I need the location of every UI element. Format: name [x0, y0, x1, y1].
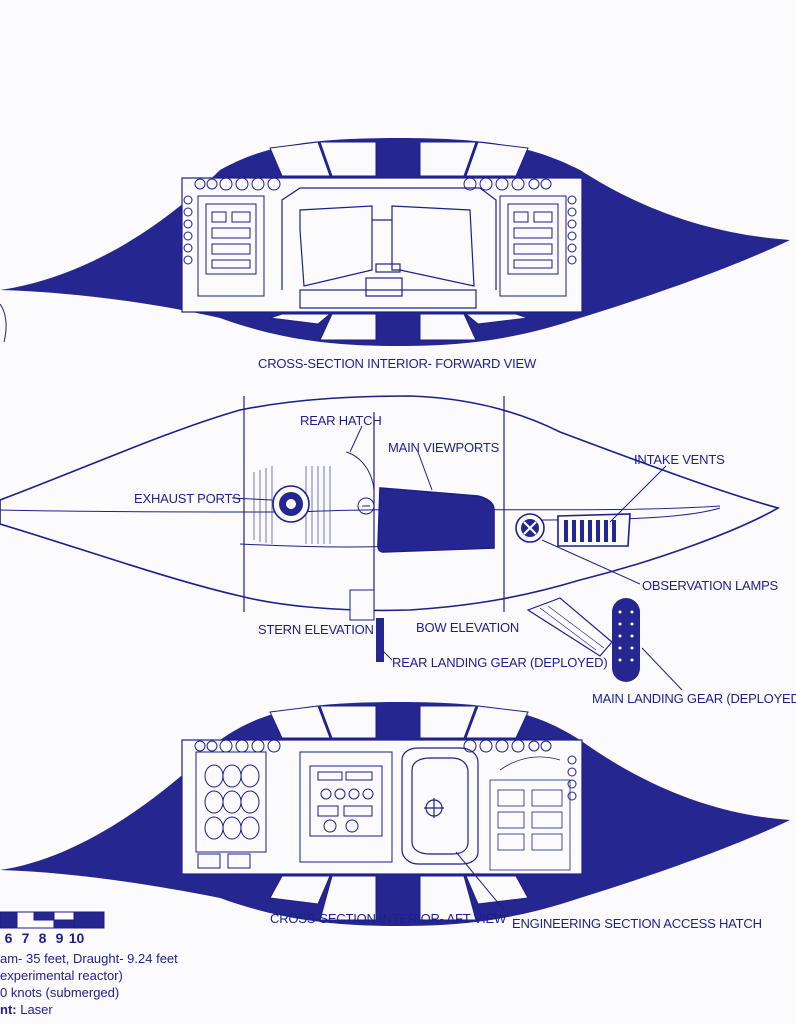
- intake-vents-grille: [557, 513, 631, 547]
- label-stern-elevation: STERN ELEVATION: [258, 622, 374, 637]
- forward-consoles: [197, 195, 567, 297]
- forward-view-cross-section: [0, 138, 790, 346]
- label-bow-elevation: BOW ELEVATION: [416, 620, 520, 635]
- scale-number: 8: [38, 930, 47, 946]
- main-landing-gear-strut: [526, 597, 613, 657]
- label-main-viewports: MAIN VIEWPORTS: [388, 440, 500, 455]
- label-main-landing-gear: MAIN LANDING GEAR (DEPLOYED): [592, 691, 796, 706]
- label-intake-vents: INTAKE VENTS: [634, 452, 725, 467]
- exhaust-port-marker: [272, 485, 310, 523]
- spec-armament-value: Laser: [16, 1002, 53, 1017]
- aft-storage-bay: [489, 756, 571, 871]
- aft-view-cross-section: [0, 702, 790, 926]
- scale-number: 7: [21, 930, 30, 946]
- label-exhaust-ports: EXHAUST PORTS: [134, 491, 241, 506]
- main-viewport-window: [377, 487, 495, 553]
- label-engineering-hatch: ENGINEERING SECTION ACCESS HATCH: [512, 916, 762, 931]
- scale-number: 10: [68, 930, 85, 946]
- forward-portholes: [183, 177, 577, 265]
- specifications-block: am- 35 feet, Draught- 9.24 feet experime…: [0, 950, 178, 1018]
- side-view-elevation: [0, 395, 781, 691]
- spec-power: experimental reactor): [0, 968, 123, 983]
- scale-number: 6: [4, 930, 13, 946]
- scale-number: 9: [55, 930, 64, 946]
- engineering-access-hatch: [401, 747, 479, 865]
- forward-view-caption: CROSS-SECTION INTERIOR- FORWARD VIEW: [258, 356, 537, 371]
- forward-notches: [269, 141, 529, 341]
- spec-armament: nt: Laser: [0, 1001, 178, 1018]
- aft-notches: [269, 705, 529, 921]
- aft-portholes: [194, 739, 577, 801]
- forward-viewport-windows: [281, 187, 497, 309]
- rear-hatch-marker: [345, 451, 375, 515]
- left-edge-fragment: [0, 303, 7, 343]
- forward-interior-panel: [181, 177, 583, 313]
- label-rear-hatch: REAR HATCH: [300, 413, 382, 428]
- aft-view-caption: CROSS-SECTION INTERIOR- AFT VIEW: [270, 911, 507, 926]
- rear-landing-gear: [376, 618, 384, 662]
- scale-bar: [0, 911, 105, 929]
- observation-lamp-marker: [515, 513, 545, 543]
- spec-dimensions: am- 35 feet, Draught- 9.24 feet: [0, 951, 178, 966]
- aft-control-console: [299, 751, 393, 863]
- spec-speed: 0 knots (submerged): [0, 985, 120, 1000]
- aft-cell-bank: [195, 751, 267, 869]
- spec-armament-label: nt:: [0, 1002, 17, 1017]
- side-leader-lines: [231, 425, 683, 691]
- label-rear-landing-gear: REAR LANDING GEAR (DEPLOYED): [392, 655, 608, 670]
- main-landing-gear-wheel: [612, 598, 640, 682]
- label-observation-lamps: OBSERVATION LAMPS: [642, 578, 779, 593]
